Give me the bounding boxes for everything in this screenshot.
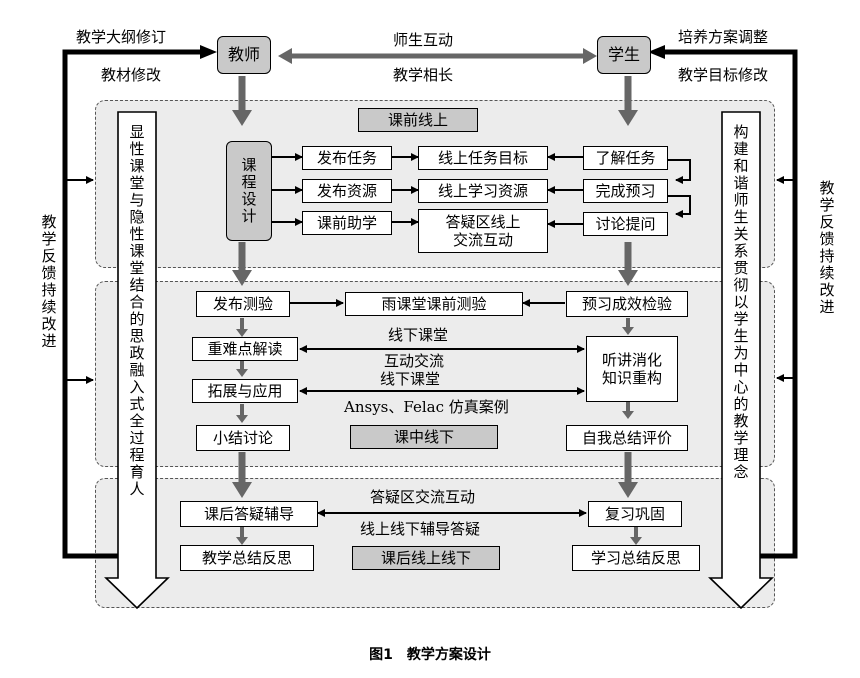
syllabus-revision-label: 教学大纲修订 — [76, 28, 167, 46]
offline-class-label-1: 线下课堂 — [388, 326, 449, 344]
discuss-question-box: 讨论提问 — [583, 212, 668, 236]
teaching-reflection-box: 教学总结反思 — [180, 545, 314, 571]
textbook-revision-label: 教材修改 — [101, 66, 162, 84]
qa-online-interaction-box: 答疑区线上 交流互动 — [418, 209, 548, 253]
rain-classroom-quiz-box: 雨课堂课前测验 — [345, 292, 523, 316]
publish-quiz-box: 发布测验 — [196, 291, 290, 317]
online-task-goal-box: 线上任务目标 — [418, 146, 548, 170]
summary-discussion-box: 小结讨论 — [196, 425, 290, 451]
mutual-growth-label: 教学相长 — [393, 66, 454, 84]
in-class-title: 课中线下 — [350, 425, 498, 449]
understand-task-box: 了解任务 — [583, 146, 668, 170]
left-feedback-label: 教学反馈持续改进 — [41, 213, 57, 350]
post-class-qa-box: 课后答疑辅导 — [180, 501, 318, 527]
course-design-node: 课程设计 — [226, 141, 272, 241]
training-plan-adjustment-label: 培养方案调整 — [678, 28, 769, 46]
extension-application-box: 拓展与应用 — [192, 379, 298, 403]
simulation-cases-label: Ansys、Felac 仿真案例 — [344, 398, 509, 416]
self-evaluation-box: 自我总结评价 — [566, 425, 688, 451]
learning-reflection-box: 学习总结反思 — [572, 545, 700, 571]
interaction-label: 师生互动 — [393, 31, 454, 49]
student-node: 学生 — [597, 36, 651, 74]
post-class-title: 课后线上线下 — [352, 546, 500, 570]
tutoring-label: 线上线下辅导答疑 — [360, 520, 481, 538]
objective-revision-label: 教学目标修改 — [678, 66, 769, 84]
interactive-label: 互动交流 — [384, 352, 445, 370]
listen-digest-box: 听讲消化 知识重构 — [586, 336, 678, 402]
review-consolidate-box: 复习巩固 — [588, 501, 682, 527]
preview-check-box: 预习成效检验 — [566, 291, 688, 317]
course-design-text: 课程设计 — [241, 156, 257, 225]
pre-class-title: 课前线上 — [358, 108, 478, 132]
qa-interaction-label: 答疑区交流互动 — [370, 488, 476, 506]
figure-caption: 图1 教学方案设计 — [369, 647, 491, 663]
teacher-node: 教师 — [217, 36, 271, 74]
complete-preview-box: 完成预习 — [583, 179, 668, 203]
publish-resource-box: 发布资源 — [302, 179, 392, 203]
key-points-box: 重难点解读 — [192, 337, 298, 361]
right-feedback-label: 教学反馈持续改进 — [819, 179, 835, 316]
offline-class-label-2: 线下课堂 — [380, 370, 441, 388]
right-arrow-text: 构建和谐师生关系贯彻以学生为中心的教学理念 — [733, 123, 749, 481]
publish-task-box: 发布任务 — [302, 146, 392, 170]
online-resource-box: 线上学习资源 — [418, 179, 548, 203]
pre-class-help-box: 课前助学 — [302, 211, 392, 235]
post-class-phase — [95, 478, 775, 608]
left-arrow-text: 显性课堂与隐性课堂结合的思政融入式全过程育人 — [129, 123, 145, 498]
